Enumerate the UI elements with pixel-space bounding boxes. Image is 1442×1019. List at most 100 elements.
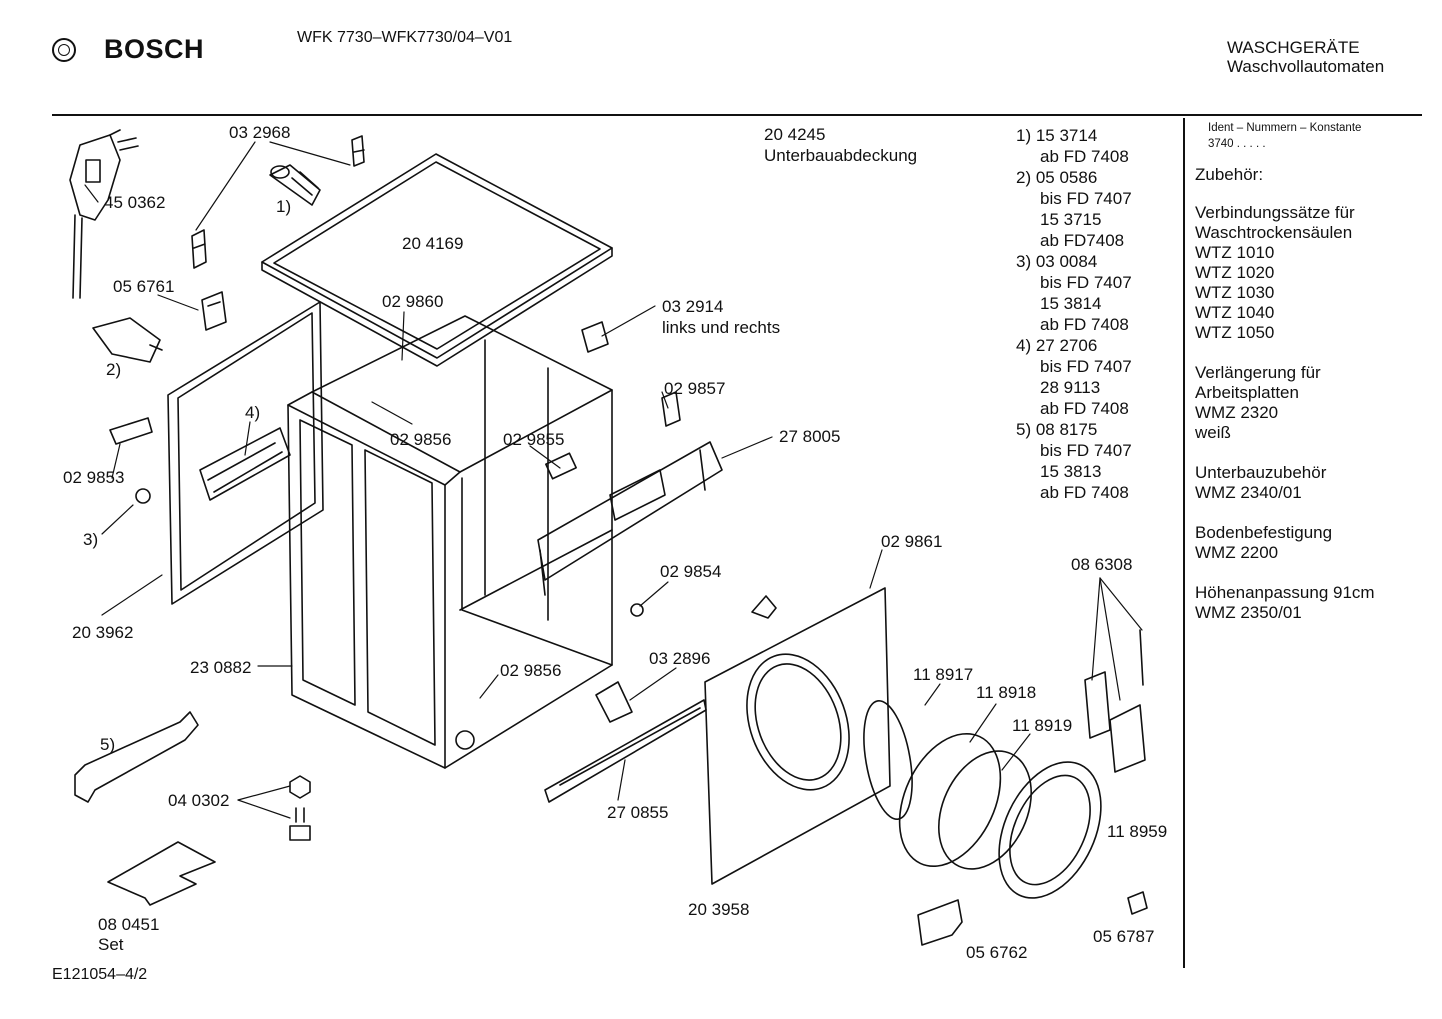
part-label-029856-upper: 02 9856 xyxy=(390,430,452,449)
model-title: WFK 7730–WFK7730/04–V01 xyxy=(297,29,513,46)
bracket-032968-top-drawing xyxy=(351,135,365,167)
side-panel-drawing xyxy=(109,301,324,605)
accessory-line: WTZ 1040 xyxy=(1195,303,1275,322)
part-label-118919: 11 8919 xyxy=(1012,716,1073,735)
part-label-029856-lower: 02 9856 xyxy=(500,661,562,680)
footnote-line: 3) 03 0084 xyxy=(1016,252,1098,271)
bracket-029857-drawing xyxy=(661,391,681,427)
clip-032896-drawing xyxy=(595,681,633,723)
leader-lines xyxy=(84,141,1143,819)
part-label-032914: 03 2914 xyxy=(662,297,724,316)
bracket-032968-left-drawing xyxy=(191,229,207,269)
footnote-marker-3: 3) xyxy=(83,530,99,549)
accessory-line: Verbindungssätze für xyxy=(1195,203,1355,222)
brand-name: BOSCH xyxy=(104,34,205,64)
nut-bolt-drawing xyxy=(289,775,311,841)
part-label-029861: 02 9861 xyxy=(881,532,943,551)
part-label-204169: 20 4169 xyxy=(402,234,464,253)
accessory-line: WMZ 2320 xyxy=(1195,403,1279,422)
category-subtitle: Waschvollautomaten xyxy=(1227,57,1385,76)
part-desc-links-und-rechts: links und rechts xyxy=(662,318,781,337)
exploded-parts-drawing xyxy=(69,129,1148,946)
part-label-040302: 04 0302 xyxy=(168,791,230,810)
accessory-line: Arbeitsplatten xyxy=(1195,383,1299,402)
footnote-marker-2: 2) xyxy=(106,360,122,379)
footnote-line: 15 3813 xyxy=(1040,462,1102,481)
footnote-line: bis FD 7407 xyxy=(1040,189,1132,208)
footnote-line: 2) 05 0586 xyxy=(1016,168,1098,187)
part-desc-unterbauabdeckung: Unterbauabdeckung xyxy=(764,146,918,165)
ident-value: 3740 . . . . . xyxy=(1208,138,1266,150)
bushing-029854-drawing xyxy=(630,603,644,617)
switch-056761-drawing xyxy=(201,291,227,331)
part-label-118959: 11 8959 xyxy=(1107,822,1168,841)
footnote-line: 15 3715 xyxy=(1040,210,1102,229)
part-label-029855: 02 9855 xyxy=(503,430,565,449)
accessory-line: Bodenbefestigung xyxy=(1195,523,1333,542)
part-label-203962: 20 3962 xyxy=(72,623,134,642)
accessory-line: Unterbauzubehör xyxy=(1195,463,1327,482)
door-assembly-drawing xyxy=(863,699,1102,899)
accessory-line: Höhenanpassung 91cm xyxy=(1195,583,1375,602)
part-label-029857: 02 9857 xyxy=(664,379,726,398)
bosch-logo-icon xyxy=(52,38,76,62)
footnote-marker-5: 5) xyxy=(100,735,116,754)
base-plate-set-drawing xyxy=(107,841,216,906)
part-label-080451: 08 0451 xyxy=(98,915,160,934)
part-label-118918: 11 8918 xyxy=(976,683,1037,702)
footnote-line: ab FD7408 xyxy=(1040,231,1125,250)
hook-029861-drawing xyxy=(751,595,777,619)
accessory-line: Waschtrockensäulen xyxy=(1195,223,1353,242)
ident-label: Ident – Nummern – Konstante xyxy=(1208,122,1362,134)
bracket-056762-drawing xyxy=(917,899,963,946)
accessory-line: WTZ 1020 xyxy=(1195,263,1275,282)
power-plug-drawing xyxy=(69,129,139,299)
hinge-drawing xyxy=(1084,629,1146,773)
document-code: E121054–4/2 xyxy=(52,966,148,983)
footnote-line: 28 9113 xyxy=(1040,378,1101,397)
accessory-line: WMZ 2200 xyxy=(1195,543,1279,562)
sidebar-divider xyxy=(1183,118,1185,968)
wrench-drawing xyxy=(74,711,199,803)
footnote-line: bis FD 7407 xyxy=(1040,273,1132,292)
part-label-118917: 11 8917 xyxy=(913,665,974,684)
cabinet-frame-drawing xyxy=(287,315,613,769)
footnote-marker-1: 1) xyxy=(276,197,292,216)
part-label-450362: 45 0362 xyxy=(104,193,166,212)
footnote-line: ab FD 7408 xyxy=(1040,147,1129,166)
front-panel-drawing xyxy=(704,587,891,885)
category-title: WASCHGERÄTE xyxy=(1227,38,1360,57)
part-label-230882: 23 0882 xyxy=(190,658,252,677)
part-label-029854: 02 9854 xyxy=(660,562,722,581)
footnote-list: 1) 15 3714 ab FD 7408 2) 05 0586 bis FD 740… xyxy=(1016,125,1132,503)
accessories-heading: Zubehör: xyxy=(1195,165,1264,184)
accessory-line: WTZ 1010 xyxy=(1195,243,1275,262)
footnote-line: 15 3814 xyxy=(1040,294,1102,313)
footnote-line: 5) 08 8175 xyxy=(1016,420,1098,439)
part-label-029860: 02 9860 xyxy=(382,292,444,311)
part-label-056762: 05 6762 xyxy=(966,943,1028,962)
footnote-line: 4) 27 2706 xyxy=(1016,336,1098,355)
part-label-204245: 20 4245 xyxy=(764,125,826,144)
part-label-029853: 02 9853 xyxy=(63,468,125,487)
capacitor-drawing xyxy=(92,317,163,363)
part-label-056787: 05 6787 xyxy=(1093,927,1155,946)
accessory-line: WTZ 1030 xyxy=(1195,283,1275,302)
part-label-270855: 27 0855 xyxy=(607,803,669,822)
footnote-line: ab FD 7408 xyxy=(1040,315,1129,334)
part-label-086308: 08 6308 xyxy=(1071,555,1133,574)
bracket-032914-drawing xyxy=(581,321,609,353)
hose-connector-drawing xyxy=(269,164,321,206)
footnote-line: ab FD 7408 xyxy=(1040,399,1129,418)
base-rail-drawing xyxy=(544,699,707,803)
footnote-line: 1) 15 3714 xyxy=(1016,126,1098,145)
part-label-032896: 03 2896 xyxy=(649,649,711,668)
header-divider xyxy=(52,114,1422,116)
footnote-line: bis FD 7407 xyxy=(1040,357,1132,376)
part-label-032968: 03 2968 xyxy=(229,123,291,142)
part-desc-set: Set xyxy=(98,935,124,954)
accessory-line: Verlängerung für xyxy=(1195,363,1321,382)
accessory-line: WMZ 2350/01 xyxy=(1195,603,1302,622)
accessory-line: weiß xyxy=(1195,423,1231,442)
